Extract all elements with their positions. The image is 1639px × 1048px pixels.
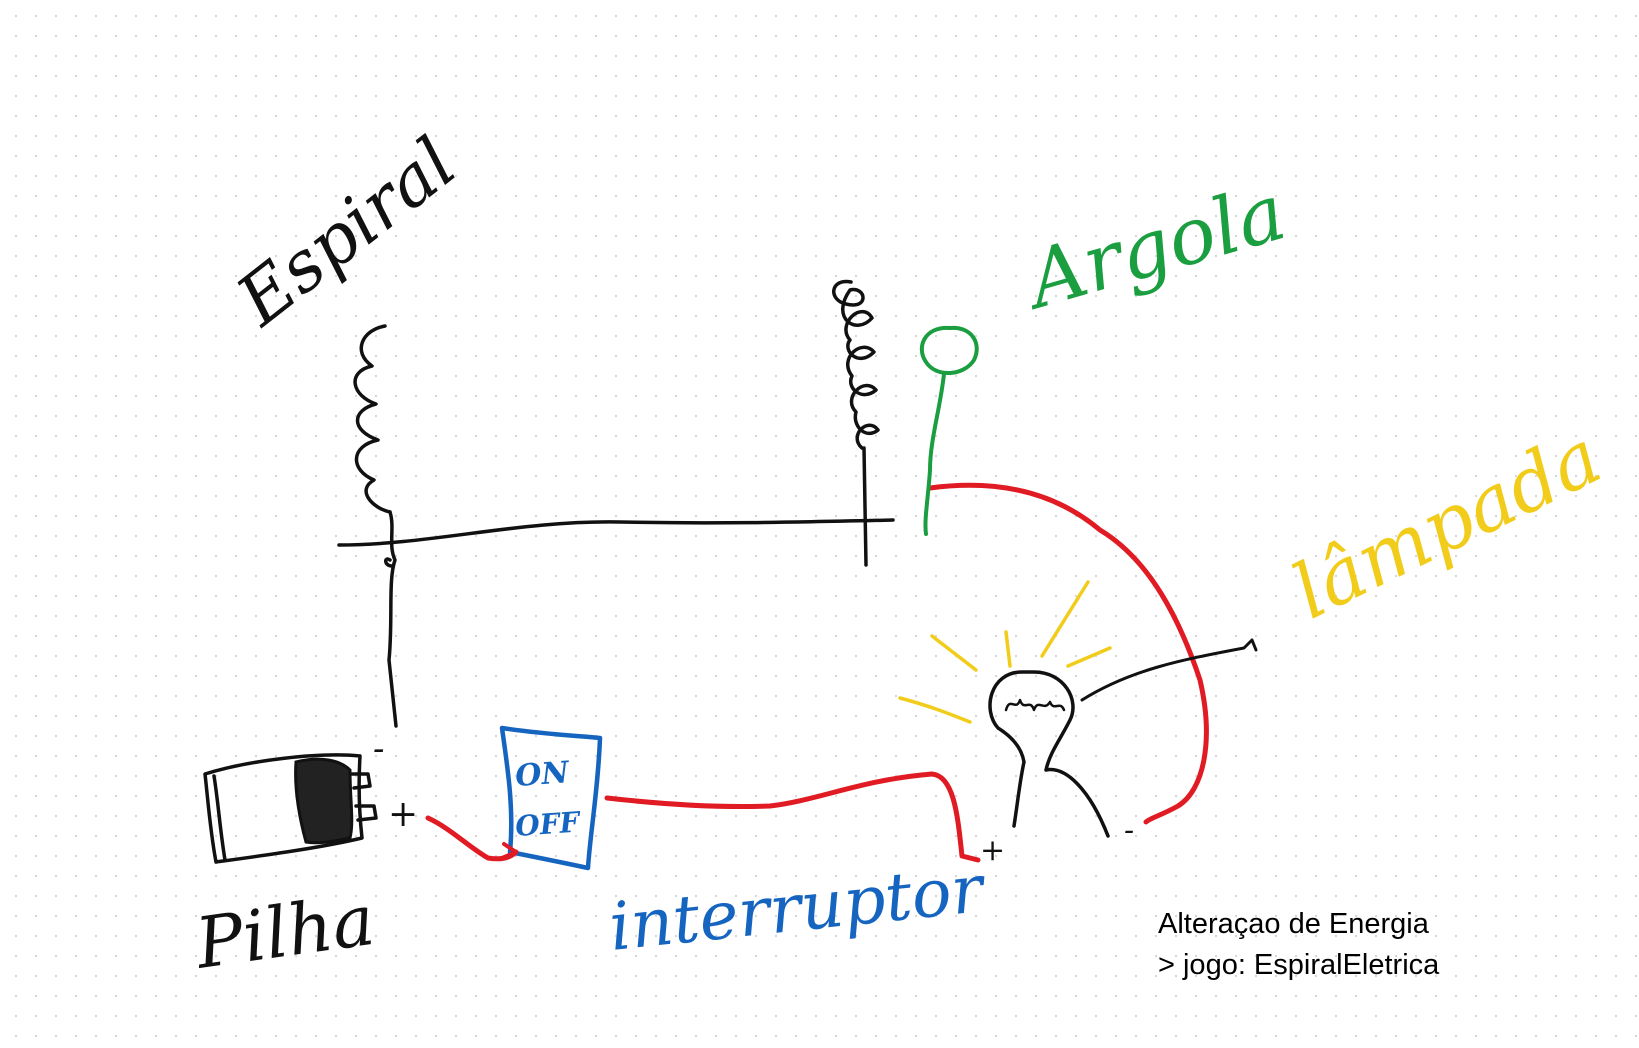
note-line-1: Alteraçao de Energia — [1158, 908, 1429, 940]
red-wires — [425, 482, 1209, 863]
switch-on-label: ON — [514, 755, 571, 794]
espiral-label: Espiral — [220, 122, 470, 343]
lampada-label: lâmpada — [1279, 412, 1614, 636]
lamp: + - — [898, 580, 1258, 868]
black-wires — [337, 510, 895, 728]
battery-minus-label: - — [373, 729, 385, 769]
right-coil — [832, 279, 880, 567]
interruptor-label: interruptor — [606, 850, 990, 966]
note-text: Alteraçao de Energia > jogo: EspiralElet… — [1158, 904, 1439, 986]
lamp-minus-label: - — [1124, 813, 1134, 848]
battery-plus-label: + — [388, 794, 418, 835]
lamp-plus-label: + — [980, 833, 1005, 868]
note-line-2: > jogo: EspiralEletrica — [1158, 949, 1440, 981]
battery: - + — [203, 729, 418, 864]
switch-off-label: OFF — [514, 805, 582, 843]
switch: ON OFF — [499, 725, 603, 871]
argola-ring — [920, 325, 979, 536]
espiral-coil — [353, 324, 392, 514]
pilha-label: Pilha — [189, 879, 379, 985]
argola-label: Argola — [1013, 168, 1295, 328]
